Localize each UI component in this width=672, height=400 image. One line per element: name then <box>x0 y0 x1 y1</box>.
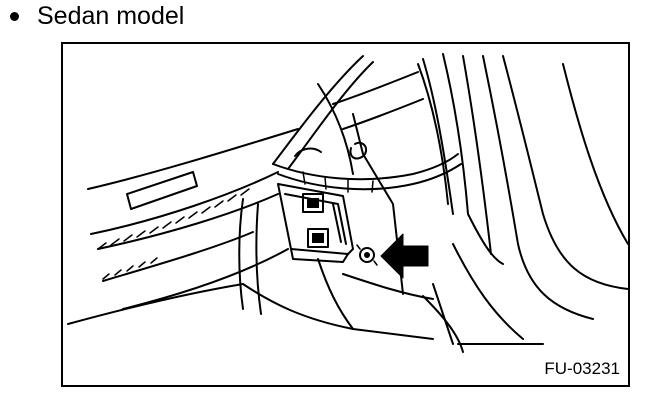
section-heading: Sedan model <box>8 0 184 32</box>
figure-code: FU-03231 <box>544 359 620 378</box>
rear-quarter-panel <box>67 198 544 353</box>
electrical-unit <box>277 183 354 263</box>
right-panels <box>422 53 628 320</box>
left-trim-panel <box>87 128 299 310</box>
section-heading-text: Sedan model <box>37 2 185 30</box>
trunk-illustration <box>67 53 628 353</box>
illustration-frame: FU-03231 <box>61 42 630 387</box>
bullet-icon <box>10 11 19 21</box>
pointer-arrow-icon <box>380 233 429 279</box>
nut <box>356 244 378 266</box>
